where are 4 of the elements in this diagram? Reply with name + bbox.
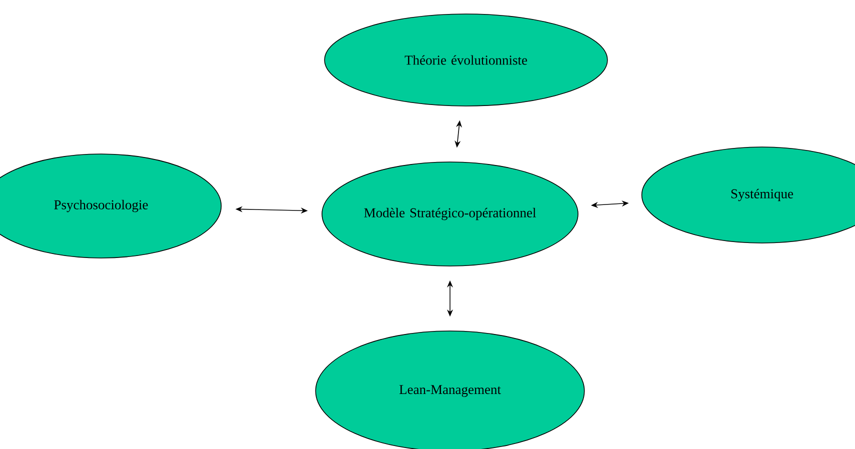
ellipse-node: Théorie évolutionniste bbox=[324, 14, 608, 106]
ellipse-node: Modèle Stratégico-opérationnel bbox=[322, 162, 578, 266]
ellipse-node: Systémique bbox=[641, 146, 855, 244]
ellipse-node: Lean-Management bbox=[315, 330, 585, 449]
